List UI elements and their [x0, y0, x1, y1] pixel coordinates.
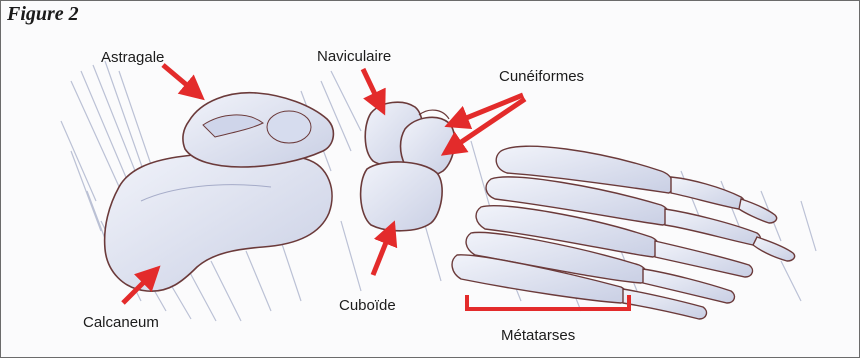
cuboide-bone [361, 162, 443, 231]
label-cuneiformes: Cunéiformes [499, 68, 584, 85]
arrow-naviculaire [363, 69, 383, 111]
calcaneum-bone [105, 152, 332, 291]
label-cuboide: Cuboïde [339, 297, 396, 314]
label-astragale: Astragale [101, 49, 164, 66]
label-naviculaire: Naviculaire [317, 48, 391, 65]
arrow-cuboide [373, 225, 393, 275]
label-calcaneum: Calcaneum [83, 314, 159, 331]
arrow-astragale [163, 65, 201, 97]
label-metatarses: Métatarses [501, 327, 575, 344]
metatarses-bones [452, 146, 795, 319]
arrow-cuneiformes-2 [445, 99, 525, 153]
